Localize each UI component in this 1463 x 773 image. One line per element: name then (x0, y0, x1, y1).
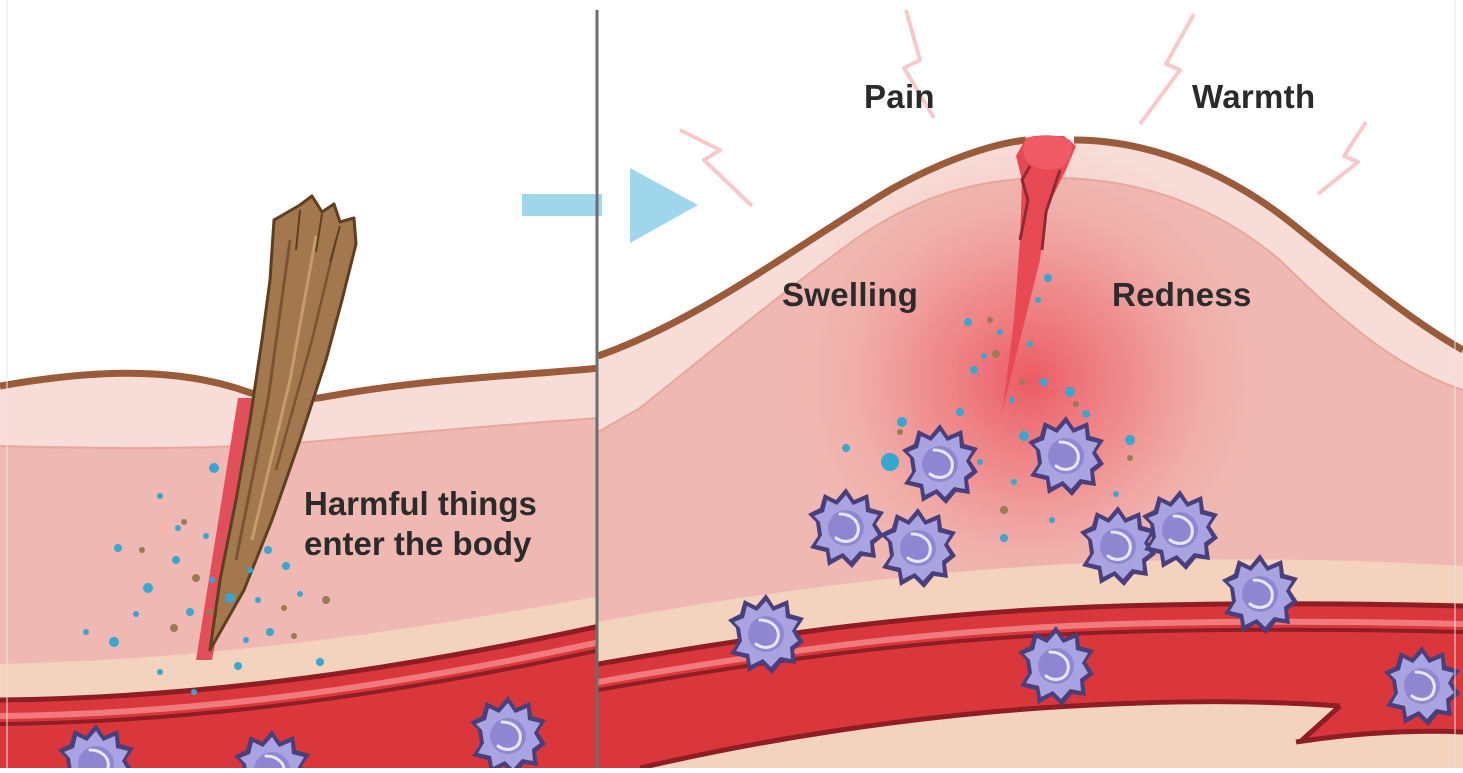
caption-line-2: enter the body (304, 524, 537, 564)
caption-line-1: Harmful things (304, 484, 537, 524)
redness-label: Redness (1112, 276, 1252, 314)
pain-label: Pain (864, 78, 935, 116)
progression-arrow (522, 168, 698, 243)
warmth-label: Warmth (1192, 78, 1315, 116)
harmful-things-caption: Harmful things enter the body (304, 484, 537, 564)
left-panel (0, 196, 600, 768)
right-panel (598, 10, 1463, 768)
swelling-label: Swelling (782, 276, 918, 314)
